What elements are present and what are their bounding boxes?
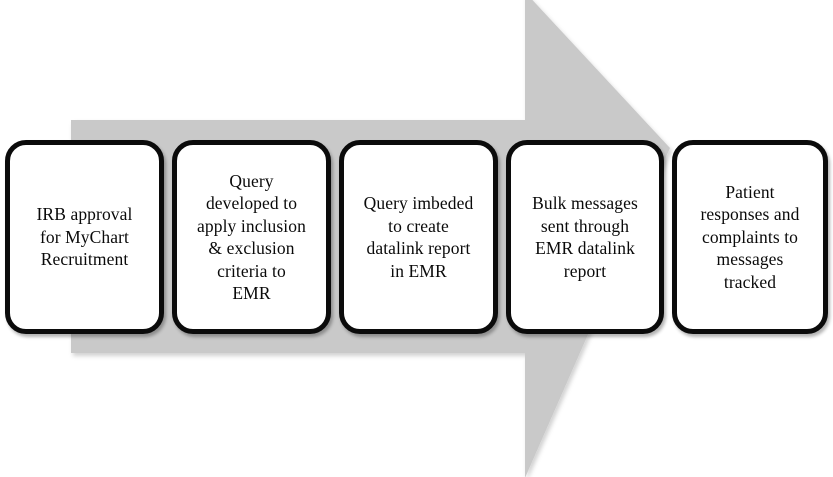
process-step-4[interactable]: Bulk messages sent through EMR datalink … [506,140,664,334]
process-step-5[interactable]: Patient responses and complaints to mess… [672,140,828,334]
process-step-4-label: Bulk messages sent through EMR datalink … [532,193,638,281]
process-step-1[interactable]: IRB approval for MyChart Recruitment [5,140,164,334]
process-step-1-label: IRB approval for MyChart Recruitment [36,204,133,270]
process-step-list: IRB approval for MyChart Recruitment Que… [0,140,833,334]
process-step-2-label: Query developed to apply inclusion & exc… [197,170,306,304]
process-step-5-label: Patient responses and complaints to mess… [700,181,800,292]
process-step-3[interactable]: Query imbeded to create datalink report … [339,140,498,334]
process-step-2[interactable]: Query developed to apply inclusion & exc… [172,140,331,334]
process-step-3-label: Query imbeded to create datalink report … [363,193,474,281]
